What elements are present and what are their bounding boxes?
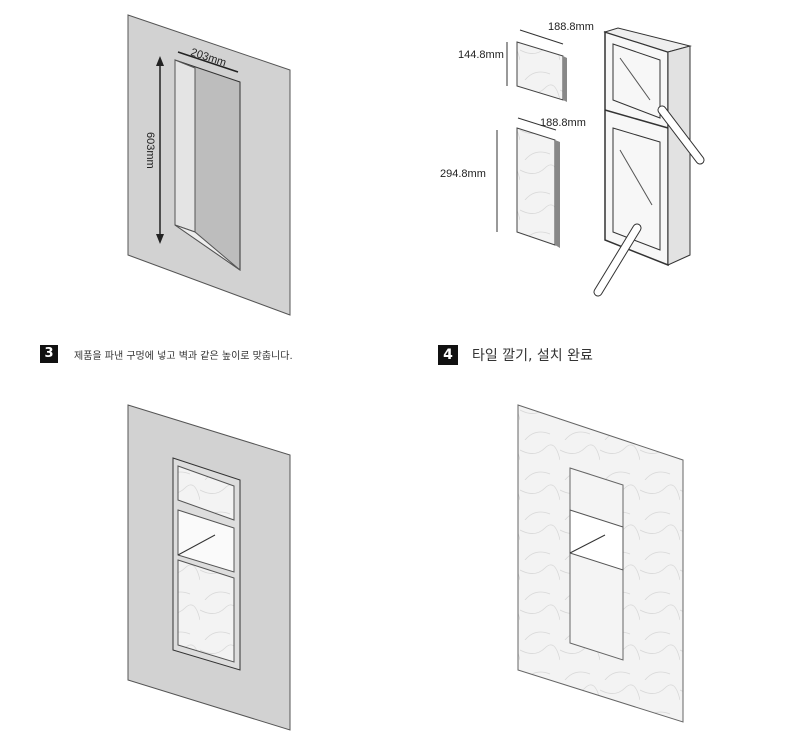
panel-tiled-complete (517, 404, 684, 723)
svg-text:188.8mm: 188.8mm (548, 21, 594, 33)
svg-text:188.8mm: 188.8mm (540, 117, 586, 129)
height-label: 603mm (144, 132, 156, 169)
step-3-caption: 3 제품을 파낸 구멍에 넣고 벽과 같은 높이로 맞춥니다. (40, 345, 293, 363)
svg-text:294.8mm: 294.8mm (440, 168, 486, 180)
step-text: 제품을 파낸 구멍에 넣고 벽과 같은 높이로 맞춥니다. (74, 350, 293, 362)
step-text: 타일 깔기, 설치 완료 (472, 348, 593, 364)
caulk-gun-icon (593, 223, 642, 297)
panel-insert-niche (127, 404, 291, 731)
step-4-caption: 4 타일 깔기, 설치 완료 (438, 345, 593, 365)
svg-text:144.8mm: 144.8mm (458, 49, 504, 61)
panel-cut-opening: 203mm 603mm (127, 14, 291, 316)
step-number-badge: 3 (40, 345, 58, 363)
caulk-gun-icon (657, 105, 705, 165)
width-dimension-arrow (177, 51, 239, 73)
step-number-badge: 4 (438, 345, 458, 365)
panel-tiles-and-niche: 188.8mm 144.8mm 188.8mm 294.8mm (440, 21, 705, 297)
